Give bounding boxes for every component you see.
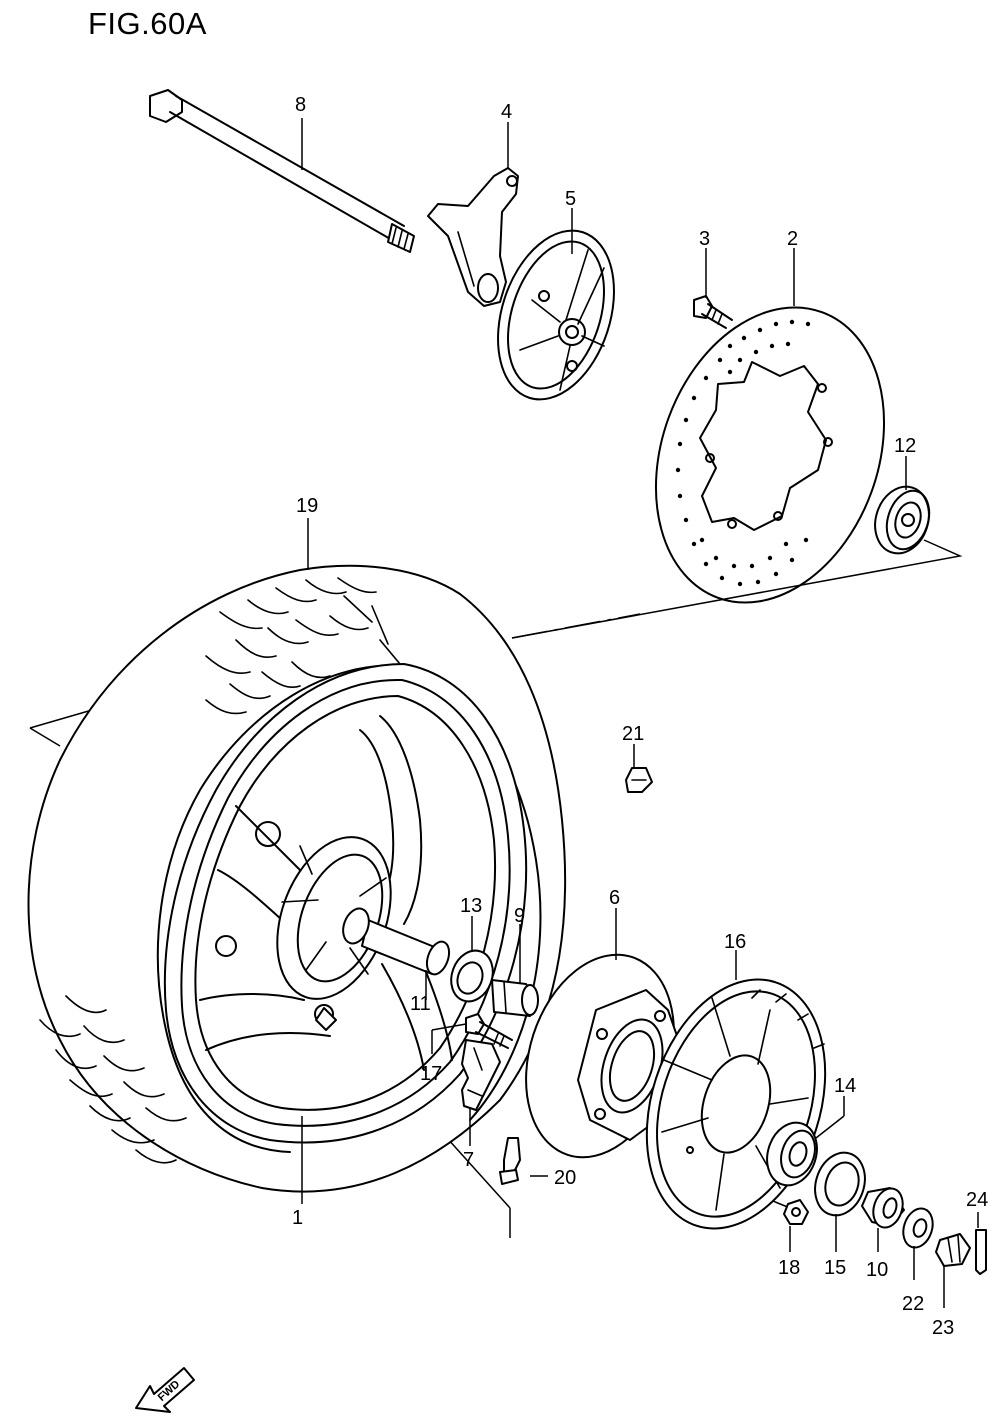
castle-nut[interactable] bbox=[935, 1233, 971, 1267]
balancer-weight[interactable] bbox=[625, 767, 653, 793]
part-label: 9 bbox=[514, 905, 525, 927]
part-label: 24 bbox=[966, 1189, 988, 1211]
sprocket-bearing[interactable] bbox=[759, 1116, 824, 1192]
part-label: 4 bbox=[501, 101, 512, 123]
hub-damper[interactable] bbox=[478, 216, 634, 415]
tire-valve[interactable] bbox=[499, 1137, 521, 1185]
disc-bolt[interactable] bbox=[693, 295, 733, 329]
part-label: 10 bbox=[866, 1259, 888, 1281]
part-label: 8 bbox=[295, 94, 306, 116]
part-label: 12 bbox=[894, 435, 916, 457]
figure-title: FIG.60A bbox=[88, 6, 207, 41]
bearing-right[interactable] bbox=[867, 480, 937, 561]
bearing-left[interactable] bbox=[444, 945, 499, 1008]
brake-disc[interactable] bbox=[617, 275, 924, 635]
part-label: 7 bbox=[463, 1149, 474, 1171]
sprocket-spacer[interactable] bbox=[861, 1185, 907, 1232]
part-label: 5 bbox=[565, 188, 576, 210]
cotter-pin[interactable] bbox=[975, 1229, 987, 1275]
part-label: 20 bbox=[554, 1167, 576, 1189]
leader-lines bbox=[301, 118, 979, 1308]
bushing[interactable] bbox=[491, 979, 539, 1017]
part-label: 11 bbox=[410, 993, 431, 1015]
washer[interactable] bbox=[899, 1205, 938, 1252]
part-label: 17 bbox=[420, 1063, 442, 1085]
part-label: 15 bbox=[824, 1257, 846, 1279]
cush-damper[interactable] bbox=[461, 1039, 501, 1111]
part-label: 6 bbox=[609, 887, 620, 909]
rear-axle[interactable] bbox=[149, 89, 415, 253]
part-label: 19 bbox=[296, 495, 318, 517]
caliper-bracket[interactable] bbox=[427, 167, 519, 307]
fwd-arrow: FWD bbox=[135, 1367, 195, 1413]
part-label: 16 bbox=[724, 931, 746, 953]
sprocket-nut[interactable] bbox=[783, 1199, 809, 1225]
part-label: 14 bbox=[834, 1075, 856, 1097]
oil-seal[interactable] bbox=[807, 1146, 872, 1222]
part-label: 13 bbox=[460, 895, 482, 917]
part-labels: 1 2 3 4 5 6 7 8 9 10 11 12 13 14 15 16 1… bbox=[292, 94, 988, 1339]
part-label: 22 bbox=[902, 1293, 924, 1315]
part-label: 23 bbox=[932, 1317, 954, 1339]
sprocket-mount-bolt[interactable] bbox=[465, 1013, 513, 1049]
part-label: 18 bbox=[778, 1257, 800, 1279]
part-label: 1 bbox=[292, 1207, 303, 1229]
part-label: 2 bbox=[787, 228, 798, 250]
spacer-collar[interactable] bbox=[339, 905, 454, 977]
part-label: 21 bbox=[622, 723, 644, 745]
part-label: 3 bbox=[699, 228, 710, 250]
